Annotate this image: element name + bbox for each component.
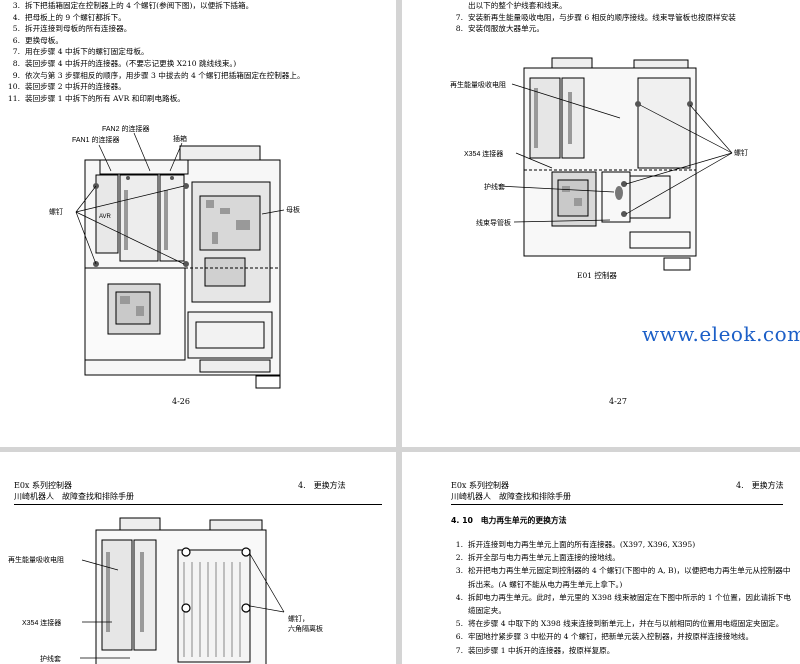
label-hex-spacer: 六角隔离板 bbox=[288, 626, 323, 633]
page-header: E0x 系列控制器 川崎机器人 故障查找和排除手册 bbox=[14, 481, 134, 501]
step-item: 8.装回步骤 4 中拆开的连接器。(不要忘记更换 X210 跳线线束。) bbox=[12, 58, 237, 68]
label-duct-plate: 线束导管板 bbox=[476, 220, 511, 227]
page-number: 4-27 bbox=[609, 397, 627, 406]
manual-page-4-26: 3.拆下把插箱固定在控制器上的 4 个螺钉(参阅下图)，以便拆下插箱。 4.把母… bbox=[0, 0, 396, 447]
manual-page-right-lower: E0x 系列控制器 川崎机器人 故障查找和排除手册 4. 更换方法 4. 10 … bbox=[402, 452, 800, 664]
label-screws: 螺钉 bbox=[734, 150, 748, 157]
label-regen-resistor: 再生能量吸收电阻 bbox=[8, 557, 64, 564]
label-screws: 螺钉， bbox=[288, 616, 309, 623]
page-number: 4-26 bbox=[172, 397, 190, 406]
section-title: 4. 10 电力再生单元的更换方法 bbox=[451, 516, 567, 525]
header-rule bbox=[14, 504, 382, 505]
label-screws: 螺钉 bbox=[49, 209, 63, 216]
step-item: 6.更换母板。 bbox=[12, 35, 63, 45]
page-header-section: 4. 更换方法 bbox=[298, 481, 346, 490]
step-item: 3.松开把电力再生单元固定到控制器的 4 个螺钉(下图中的 A, B)，以便把电… bbox=[455, 566, 791, 589]
label-grommet: 护线套 bbox=[40, 656, 61, 663]
step-item: 7.装回步骤 1 中拆开的连接器，按原样复原。 bbox=[455, 645, 615, 655]
step-item: 6.牢固地拧紧步骤 3 中松开的 4 个螺钉，把新单元装入控制器，并按原样连接接… bbox=[455, 632, 754, 642]
header-rule bbox=[451, 504, 783, 505]
step-item: 4.把母板上的 9 个螺钉都拆下。 bbox=[12, 12, 126, 22]
label-regen-resistor: 再生能量吸收电阻 bbox=[450, 82, 506, 89]
page-header-section: 4. 更换方法 bbox=[736, 481, 784, 490]
step-item: 9.依次与第 3 步骤相反的顺序，用步骤 3 中拔去的 4 个螺钉把插箱固定在控… bbox=[12, 70, 305, 80]
procedure-steps: 出以下的整个护线套和线束。 7.安装新再生能量吸收电阻，与步骤 6 相反的顺序接… bbox=[449, 0, 794, 35]
controller-motherboard-diagram bbox=[75, 132, 285, 389]
procedure-steps: 1.拆开连接到电力再生单元上面的所有连接器。(X397, X396, X395)… bbox=[449, 538, 794, 657]
step-item: 8.安装伺服放大器单元。 bbox=[455, 24, 544, 34]
step-item: 10.装回步骤 2 中拆开的连接器。 bbox=[7, 82, 126, 92]
step-item: 3.拆下把插箱固定在控制器上的 4 个螺钉(参阅下图)，以便拆下插箱。 bbox=[12, 1, 254, 10]
label-x354-connector: X354 连接器 bbox=[464, 151, 504, 158]
step-item: 出以下的整个护线套和线束。 bbox=[468, 1, 567, 10]
figure-caption: E01 控制器 bbox=[577, 271, 617, 280]
label-chassis: 插箱 bbox=[173, 136, 187, 143]
procedure-steps: 3.拆下把插箱固定在控制器上的 4 个螺钉(参阅下图)，以便拆下插箱。 4.把母… bbox=[6, 0, 391, 104]
step-item: 4.拆卸电力再生单元。此时，单元里的 X398 线束被固定在下图中所示的 1 个… bbox=[455, 592, 791, 616]
watermark-text: www.eleok.com bbox=[642, 322, 800, 346]
label-grommet: 护线套 bbox=[484, 184, 505, 191]
label-x354-connector: X354 连接器 bbox=[22, 620, 62, 627]
step-item: 7.安装新再生能量吸收电阻，与步骤 6 相反的顺序接线。线束导管板也按原样安装 bbox=[455, 12, 736, 22]
step-item: 2.拆开全部与电力再生单元上面连接的接地线。 bbox=[455, 553, 620, 563]
e01-controller-diagram bbox=[498, 57, 733, 271]
label-motherboard: 母板 bbox=[286, 207, 300, 214]
step-item: 11.装回步骤 1 中拆下的所有 AVR 和印刷电路板。 bbox=[7, 93, 185, 103]
label-fan1-connector: FAN1 的连接器 bbox=[72, 137, 120, 144]
regen-resistor-diagram bbox=[80, 517, 285, 664]
page-header: E0x 系列控制器 川崎机器人 故障查找和排除手册 bbox=[451, 481, 571, 501]
label-avr: AVR bbox=[99, 214, 111, 220]
step-item: 5.拆开连接到母板的所有连接器。 bbox=[12, 24, 132, 34]
manual-page-4-27: 出以下的整个护线套和线束。 7.安装新再生能量吸收电阻，与步骤 6 相反的顺序接… bbox=[402, 0, 800, 447]
manual-page-left-lower: E0x 系列控制器 川崎机器人 故障查找和排除手册 4. 更换方法 bbox=[0, 452, 396, 664]
step-item: 5.将在步骤 4 中取下的 X398 线束连接到新单元上，并在与以前相同的位置用… bbox=[455, 619, 784, 629]
step-item: 7.用在步骤 4 中拆下的螺钉固定母板。 bbox=[12, 47, 149, 57]
step-item: 1.拆开连接到电力再生单元上面的所有连接器。(X397, X396, X395) bbox=[455, 540, 696, 549]
label-fan2-connector: FAN2 的连接器 bbox=[102, 126, 150, 133]
